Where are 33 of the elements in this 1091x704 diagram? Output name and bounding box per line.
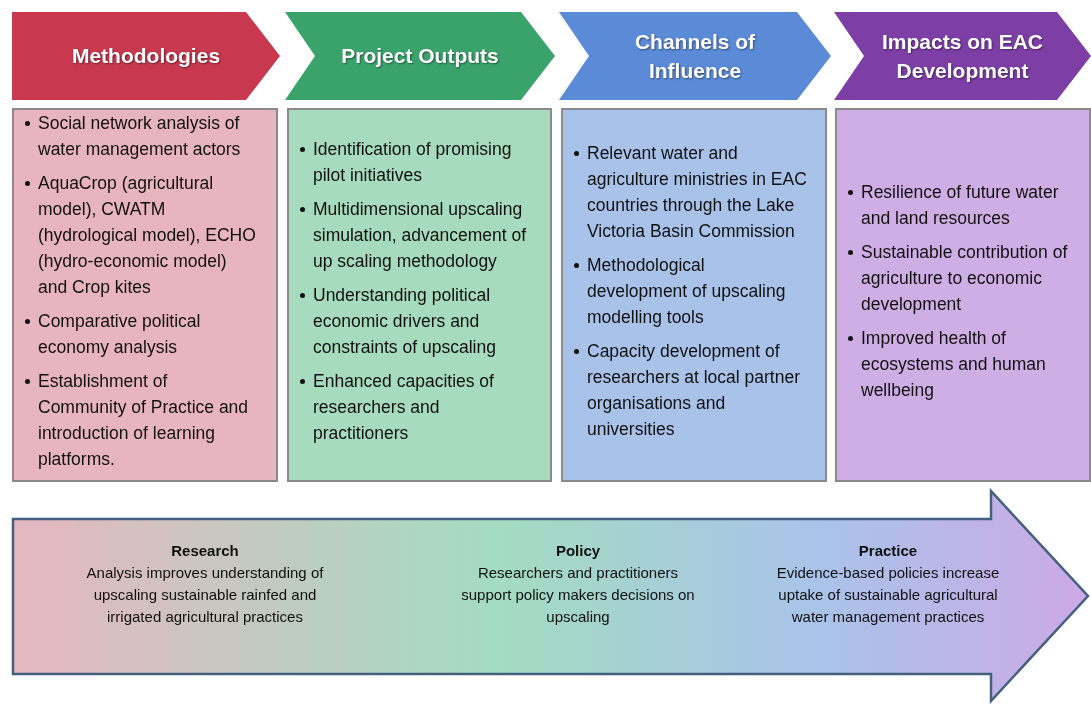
bullet-text: Identification of promising pilot initiatives [313,139,512,185]
banner-heading: Impacts on EAC Development [881,28,1044,84]
text-panel [835,108,1091,482]
group-description: Researchers and practitioners support policy makers decisions on upscaling [460,563,696,627]
bullet-text: Understanding political economic drivers and constraints of upscaling [313,285,496,357]
bullet-text: Comparative political economy analysis [38,311,201,357]
bullet-text: Enhanced capacities of researchers and practitioners [313,371,494,443]
group-heading: Research [170,542,240,559]
chevron-banner [559,12,831,100]
group-description: Analysis improves understanding of upscaling sustainable rainfed and irrigated agricultural practices [85,563,325,627]
bullet-text: Sustainable contribution of agriculture to economic development [861,242,1068,314]
group-description: Evidence-based policies increase uptake of sustainable agricultural water management practices [775,563,1001,627]
bullet-text: Multidimensional upscaling simulation, advancement of up scaling methodology [313,199,527,271]
banner-heading: Project Outputs [341,43,499,70]
banner-heading: Methodologies [71,43,221,70]
chevron-banner [834,12,1091,100]
text-panel [287,108,552,482]
bullet-text: Relevant water and agriculture ministries in EAC countries through the Lake Victoria Basin Commission [587,143,807,241]
chevron-banner [285,12,555,100]
chevron-banner [12,12,280,100]
text-panel [561,108,827,482]
bullet-text: Resilience of future water and land resources [861,182,1059,228]
bullet-text: Improved health of ecosystems and human wellbeing [861,328,1046,400]
group-heading: Practice [857,542,919,559]
bullet-text: Establishment of Community of Practice and introduction of learning platforms. [38,371,249,469]
bullet-text: Social network analysis of water management actors [38,113,241,159]
text-panel [12,108,278,482]
bullet-text: AquaCrop (agricultural model), CWATM (hydrological model), ECHO (hydro-economic model) and Crop kites [38,173,256,297]
group-heading: Policy [554,542,602,559]
arrow-banner [10,488,1091,704]
bullet-text: Methodological development of upscaling modelling tools [587,255,786,327]
bullet-text: Capacity development of researchers at local partner organisations and universities [587,341,801,439]
banner-heading: Channels of Influence [633,28,757,84]
